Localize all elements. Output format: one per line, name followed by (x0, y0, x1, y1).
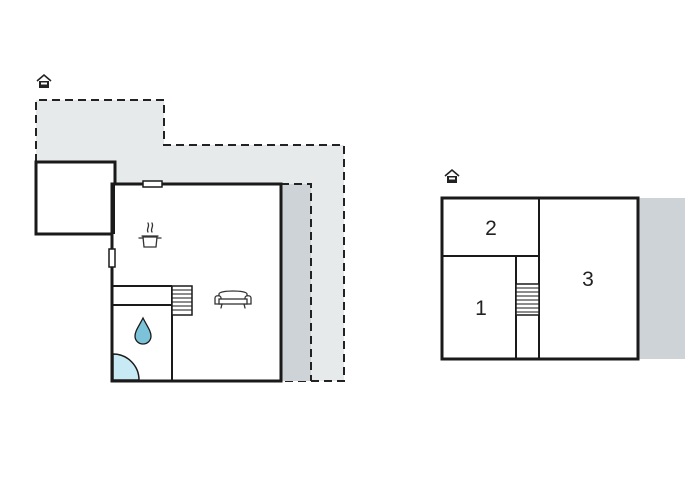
room-number-3: 3 (582, 268, 594, 291)
house-entrance-icon (444, 168, 460, 183)
staircase-icon (515, 283, 540, 316)
balcony-strip (638, 198, 685, 359)
room-number-1: 1 (475, 297, 487, 320)
upper-floor-plan: 2 1 3 (440, 168, 685, 361)
terrace-boundary (281, 183, 312, 381)
staircase-icon (171, 285, 193, 316)
window-top (142, 180, 163, 188)
window-left (108, 248, 116, 268)
ground-floor-plan (34, 73, 345, 383)
outdoor-area (36, 100, 344, 381)
main-house-walls (110, 182, 283, 383)
terrace-strip (281, 184, 311, 381)
cooking-pot-icon (138, 222, 162, 248)
annex-room (34, 160, 117, 236)
shower-quarter-circle-icon (112, 353, 140, 381)
house-entrance-icon (36, 73, 52, 88)
sofa-icon (214, 290, 252, 309)
room-number-2: 2 (485, 217, 497, 240)
annex-junction (112, 184, 115, 234)
outdoor-area-boundary (35, 99, 345, 382)
water-drop-icon (134, 316, 152, 345)
